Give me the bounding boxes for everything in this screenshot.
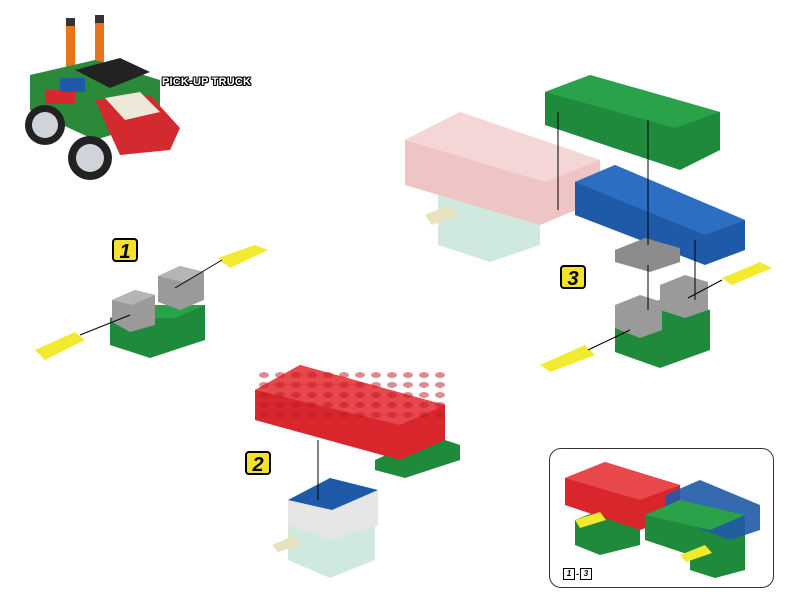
step-reference: 1 - 3 <box>563 568 592 580</box>
step-1-illustration <box>35 245 268 360</box>
pickup-truck-image <box>25 15 180 180</box>
ref-start-chip: 1 <box>563 568 575 580</box>
summary-panel <box>549 448 774 588</box>
step-2-badge: 2 <box>245 451 271 476</box>
ref-separator: - <box>576 569 579 579</box>
step-2-illustration <box>255 365 460 578</box>
summary-illustration <box>565 462 760 578</box>
model-title: PICK-UP TRUCK <box>162 76 252 88</box>
ref-end-chip: 3 <box>580 568 592 580</box>
step-1-badge: 1 <box>112 238 138 263</box>
step-3-badge: 3 <box>560 265 586 290</box>
step-3-illustration <box>405 75 772 372</box>
